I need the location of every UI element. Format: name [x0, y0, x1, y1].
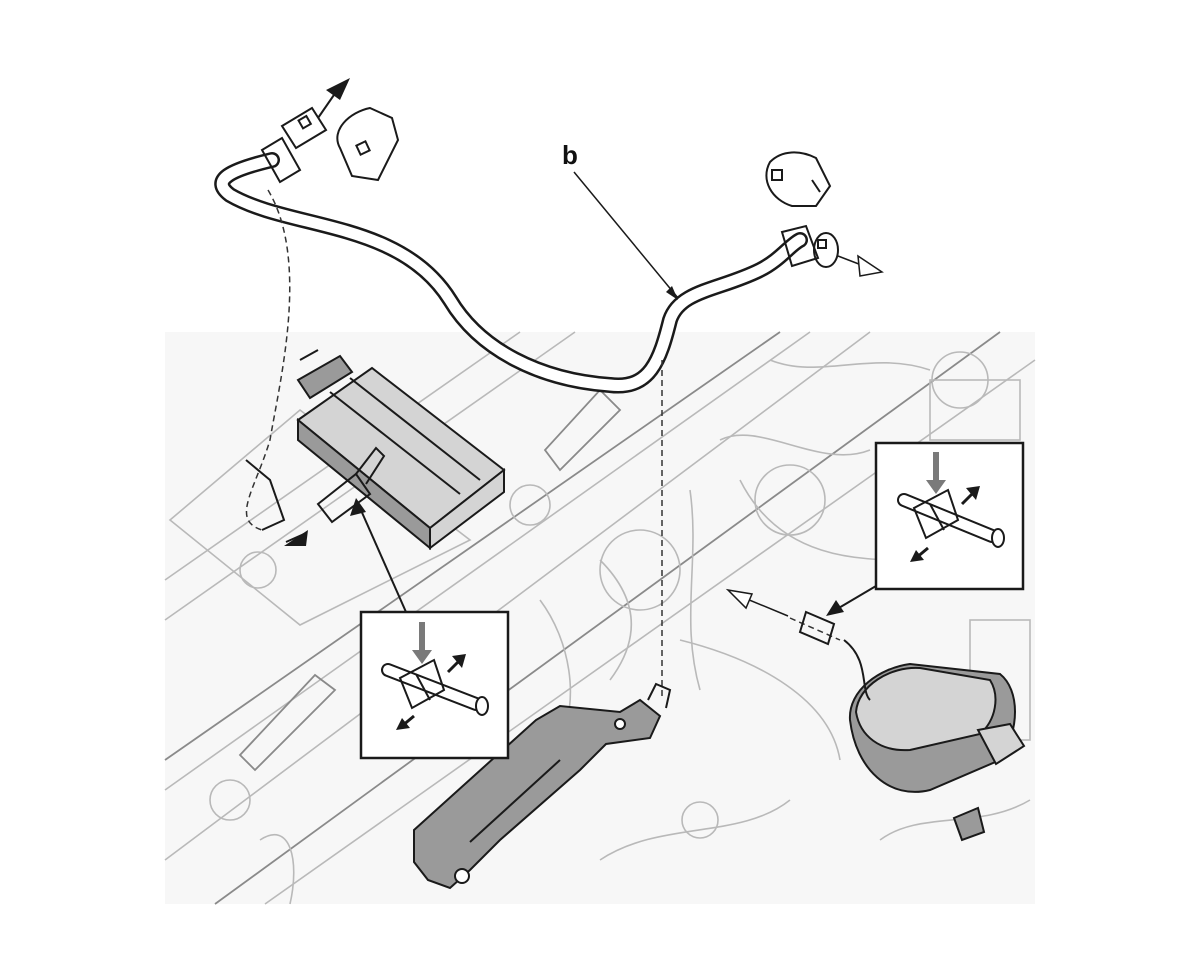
removal-arrow-up [317, 78, 350, 119]
right-retainer-clip [765, 151, 832, 207]
fuel-tube-b [214, 152, 808, 394]
callout-leader-line [573, 171, 679, 299]
detail-right-clip-drawing [897, 452, 1005, 562]
left-retainer-clip [336, 106, 400, 182]
right-hose-connector [725, 588, 841, 646]
purge-valve-component [843, 639, 1026, 842]
engine-bay-background [164, 331, 1036, 905]
connector-disconnect-arrow [284, 530, 308, 546]
mounting-bracket [413, 682, 672, 890]
detail-box-left [359, 610, 510, 760]
canister-connector [245, 446, 386, 531]
callout-label-b: b [562, 140, 578, 170]
detail-left-pointer [359, 507, 407, 613]
detail-left-clip-drawing [381, 622, 489, 730]
detail-box-right [874, 441, 1025, 591]
removal-arrow-right [837, 254, 884, 277]
tube-right-quick-connector [780, 224, 839, 268]
tube-left-quick-connector [260, 106, 328, 184]
